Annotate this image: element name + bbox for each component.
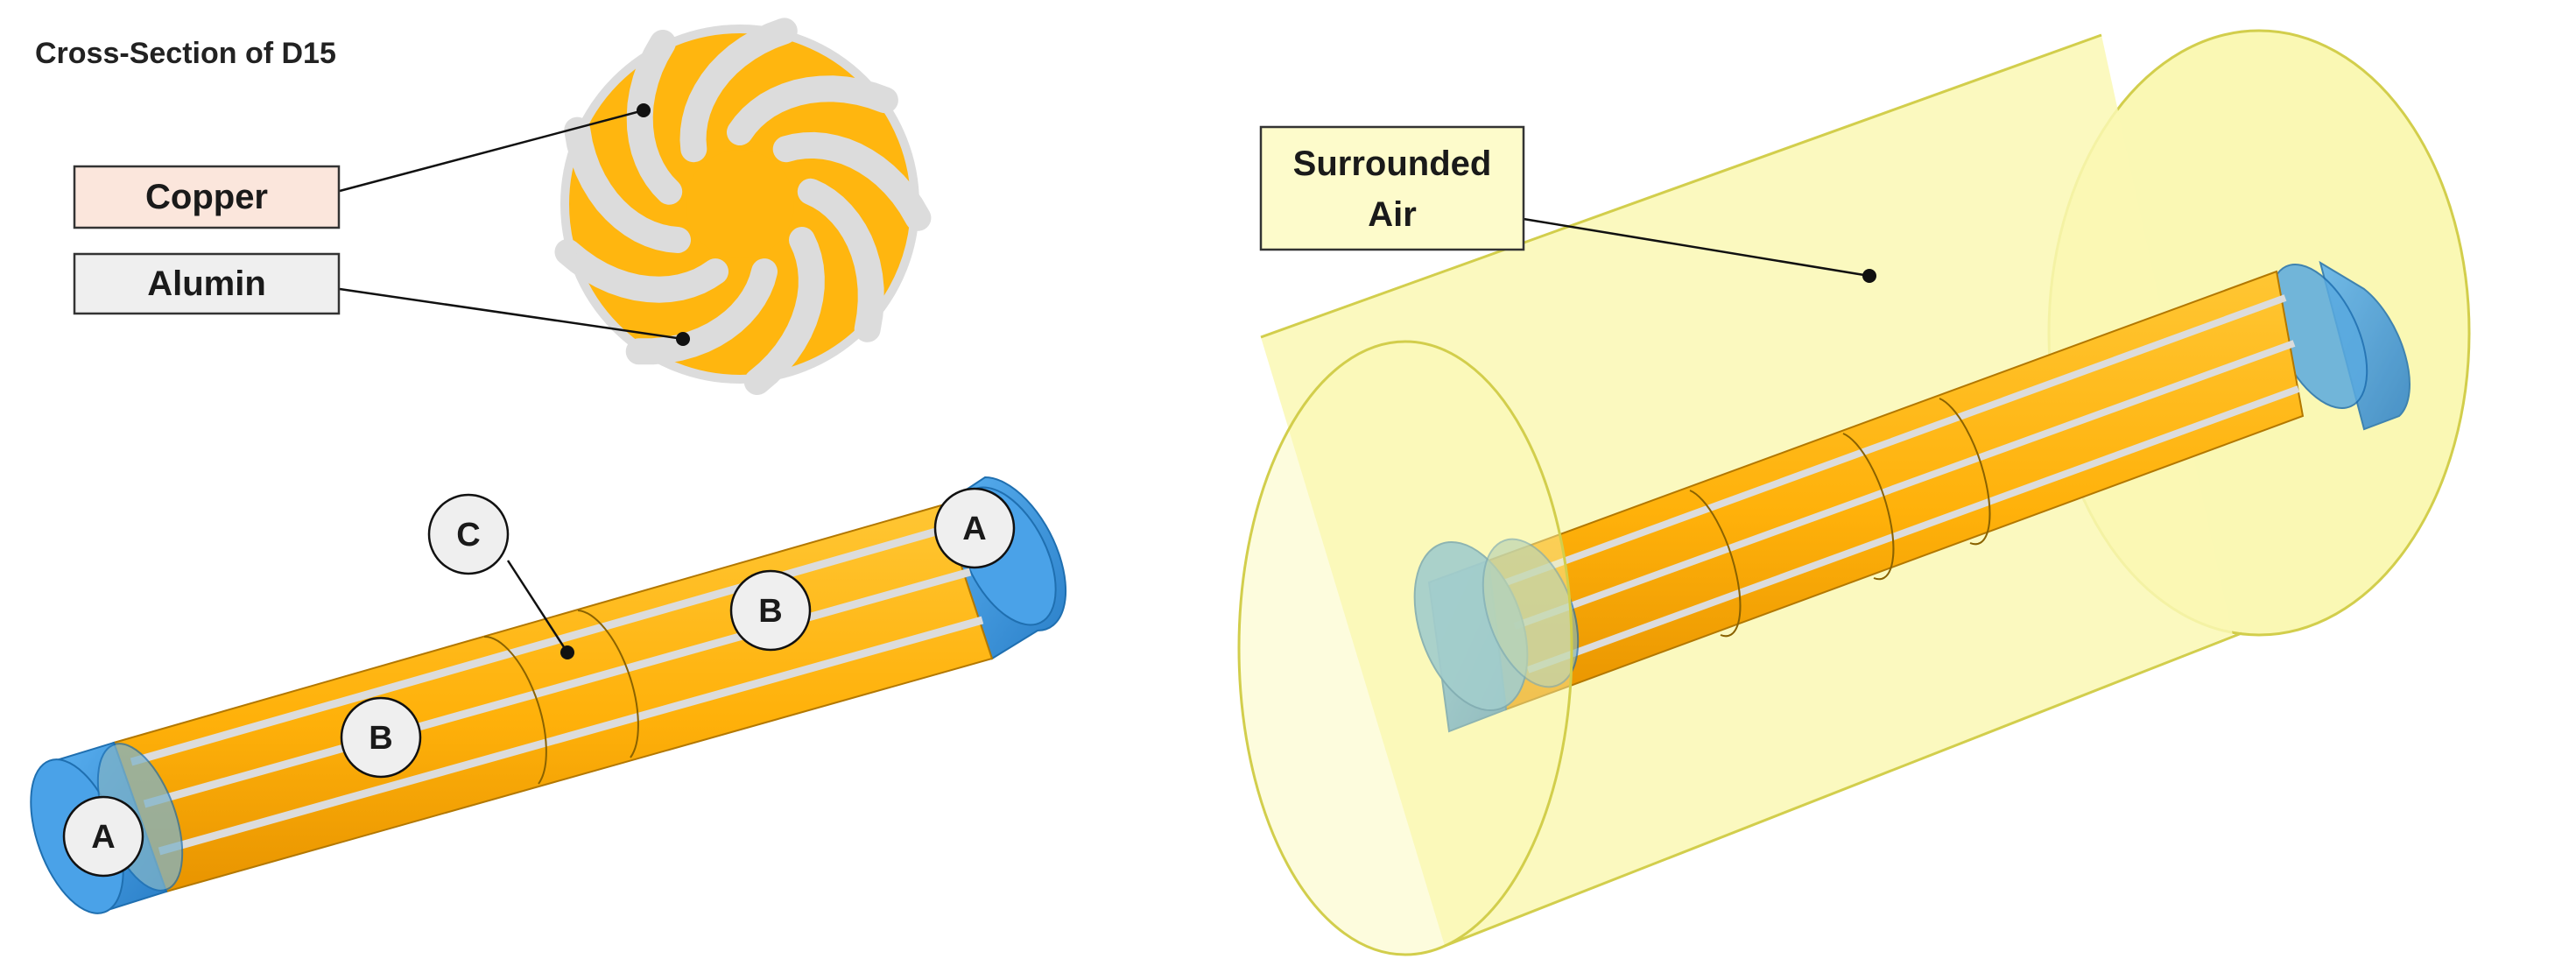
air-leader-line <box>1523 217 1870 278</box>
marker-b-left <box>340 696 422 779</box>
alumina-stripes <box>130 522 984 856</box>
c-leader-line <box>506 560 569 653</box>
alumina-arm <box>554 238 728 303</box>
marker-a-left <box>62 795 144 878</box>
marker-b-right <box>729 569 812 652</box>
cross-section-core <box>686 150 794 258</box>
marker-c <box>427 493 510 575</box>
copper-label: Copper <box>145 178 268 216</box>
alumin-leader-dot <box>676 332 690 346</box>
marker-c-label: C <box>456 517 480 554</box>
alumin-label: Alumin <box>147 264 266 303</box>
conductor-rod-left <box>30 476 1067 914</box>
copper-leader-line <box>339 109 644 193</box>
marker-a-right-label: A <box>962 511 986 547</box>
air-rod-alumina-stripes <box>1504 294 2300 673</box>
air-label-box <box>1259 125 1525 251</box>
c-leader-dot <box>560 645 574 659</box>
alumina-arm <box>626 30 683 205</box>
section-c-bounds <box>483 610 639 785</box>
copper-leader-dot <box>637 103 651 117</box>
copper-label-box <box>73 165 341 229</box>
alumin-label-box <box>73 252 341 315</box>
alumina-arm <box>743 227 825 395</box>
air-label-line2: Air <box>1368 195 1417 234</box>
alumina-arm <box>625 258 778 365</box>
air-label-line1: Surrounded <box>1293 145 1492 183</box>
marker-b-right-label: B <box>758 593 782 630</box>
alumina-arm <box>727 75 898 145</box>
marker-a-right <box>933 487 1016 569</box>
figure-title: Cross-Section of D15 <box>35 37 336 70</box>
air-bottom-edge <box>1444 631 2242 948</box>
alumina-arm <box>564 116 691 253</box>
alumin-leader-line <box>339 287 684 341</box>
cross-section-diagram <box>554 18 932 395</box>
marker-b-left-label: B <box>369 720 392 757</box>
air-top-edge <box>1260 33 2102 339</box>
marker-a-left-label: A <box>91 819 115 856</box>
cross-section-rim <box>560 25 919 384</box>
air-leader-dot <box>1862 269 1876 283</box>
air-front-face <box>1237 340 1573 956</box>
alumina-arm <box>679 18 798 163</box>
air-cylinder-assembly <box>1237 29 2471 956</box>
alumina-arm <box>797 178 884 342</box>
air-rod-section-bounds <box>1689 398 1991 638</box>
copper-body <box>112 504 994 893</box>
alumina-arm <box>772 131 932 231</box>
alumina-spirals <box>554 18 932 395</box>
